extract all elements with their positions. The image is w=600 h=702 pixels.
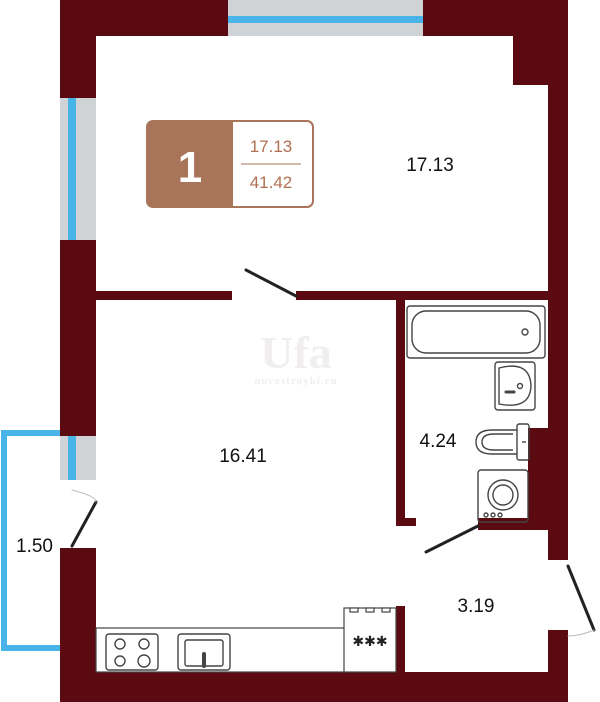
living-kitchen-area-label: 16.41 bbox=[219, 446, 267, 467]
doors bbox=[70, 268, 596, 637]
watermark-logo: Ufa novostroyki.ru bbox=[254, 327, 337, 387]
window-top bbox=[228, 0, 423, 36]
bathroom-door bbox=[424, 524, 480, 554]
interior-walls bbox=[96, 291, 548, 672]
window-balcony bbox=[60, 436, 96, 480]
washing-machine-icon bbox=[477, 469, 529, 523]
svg-text:Ufa: Ufa bbox=[260, 327, 332, 378]
stove-icon bbox=[105, 633, 159, 671]
bedroom-door bbox=[244, 268, 298, 298]
bathroom-area-label: 4.24 bbox=[420, 431, 457, 452]
balcony-outline bbox=[1, 430, 60, 651]
room-count: 1 bbox=[178, 143, 202, 192]
entrance-door bbox=[566, 564, 596, 632]
svg-text:novostroyki.ru: novostroyki.ru bbox=[254, 375, 337, 387]
exterior-walls bbox=[60, 0, 568, 702]
bedroom-area-label: 17.13 bbox=[406, 155, 454, 176]
badge-living-area: 17.13 bbox=[250, 137, 293, 156]
kitchen-sink-icon bbox=[177, 633, 231, 671]
toilet-icon bbox=[475, 423, 530, 461]
washbasin-icon bbox=[494, 361, 536, 411]
hallway-area-label: 3.19 bbox=[458, 596, 495, 617]
cabinet-asterisks: ✱✱✱ bbox=[352, 634, 387, 650]
entrance-door-swing bbox=[567, 629, 595, 637]
balcony-area-label: 1.50 bbox=[16, 536, 53, 557]
badge-total-area: 41.42 bbox=[250, 173, 293, 192]
balcony-door-swing bbox=[71, 489, 97, 503]
balcony-door bbox=[70, 500, 98, 548]
apartment-badge: 1 17.13 41.42 bbox=[146, 120, 314, 208]
kitchen-counter bbox=[95, 607, 397, 673]
bathtub-icon bbox=[406, 305, 546, 359]
window-left bbox=[60, 98, 96, 240]
